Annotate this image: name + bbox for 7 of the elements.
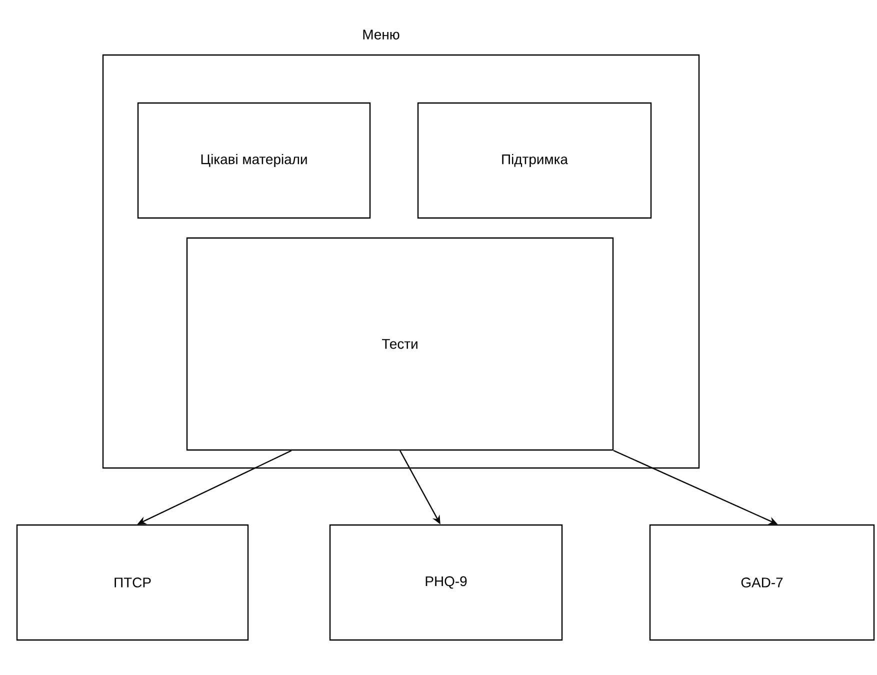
- box-heading: Меню: [363, 30, 400, 40]
- process-box: Тести: [186, 237, 614, 451]
- process-box: GAD-7: [649, 524, 875, 641]
- process-box: Підтримка: [417, 102, 652, 219]
- process-box: Цікаві матеріали: [137, 102, 371, 219]
- process-box: ПТСР: [16, 524, 249, 641]
- process-box: PHQ-9: [329, 524, 563, 641]
